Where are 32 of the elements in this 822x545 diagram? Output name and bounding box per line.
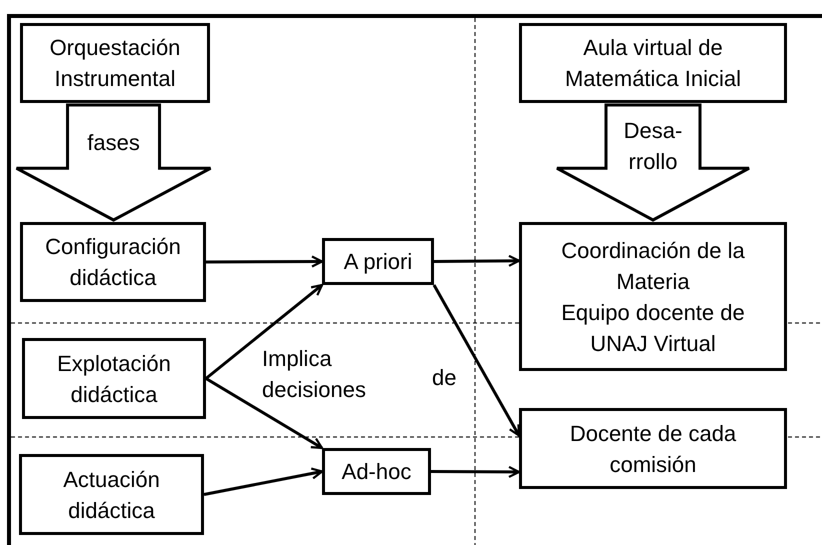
- block-arrow: [15, 104, 212, 222]
- annotation-text: de: [432, 364, 458, 392]
- arrow: [206, 255, 324, 268]
- arrow: [432, 284, 520, 437]
- box-label: Aula virtual de Matemática Inicial: [564, 34, 742, 93]
- process-box: [519, 408, 787, 489]
- process-box: [19, 454, 204, 535]
- box-label: Ad-hoc: [340, 458, 412, 486]
- block-arrow: [556, 104, 750, 222]
- process-box: [519, 23, 787, 103]
- arrow: [205, 284, 324, 380]
- process-box: [322, 238, 434, 285]
- box-label: A priori: [342, 248, 414, 276]
- process-box: [20, 222, 206, 302]
- box-label: Actuación didáctica: [62, 466, 161, 524]
- arrow: [205, 377, 324, 450]
- box-label: Coordinación de la Materia: [560, 236, 746, 296]
- edge-label: Desa- rrollo: [622, 117, 684, 176]
- arrow: [430, 466, 520, 478]
- box-label: Docente de cada comisión: [568, 420, 738, 478]
- process-box: [519, 222, 787, 371]
- box-label: Equipo docente de UNAJ Virtual: [560, 298, 746, 358]
- box-label: Configuración didáctica: [44, 233, 182, 292]
- arrow: [434, 254, 520, 267]
- box-label: Explotación didáctica: [56, 350, 172, 408]
- box-label: Orquestación Instrumental: [48, 34, 182, 93]
- edge-label: fases: [86, 129, 141, 157]
- annotation-text: Implica decisiones: [262, 345, 367, 404]
- process-box: [322, 448, 431, 495]
- process-box: [20, 23, 210, 103]
- arrow: [204, 467, 324, 496]
- process-box: [22, 338, 206, 419]
